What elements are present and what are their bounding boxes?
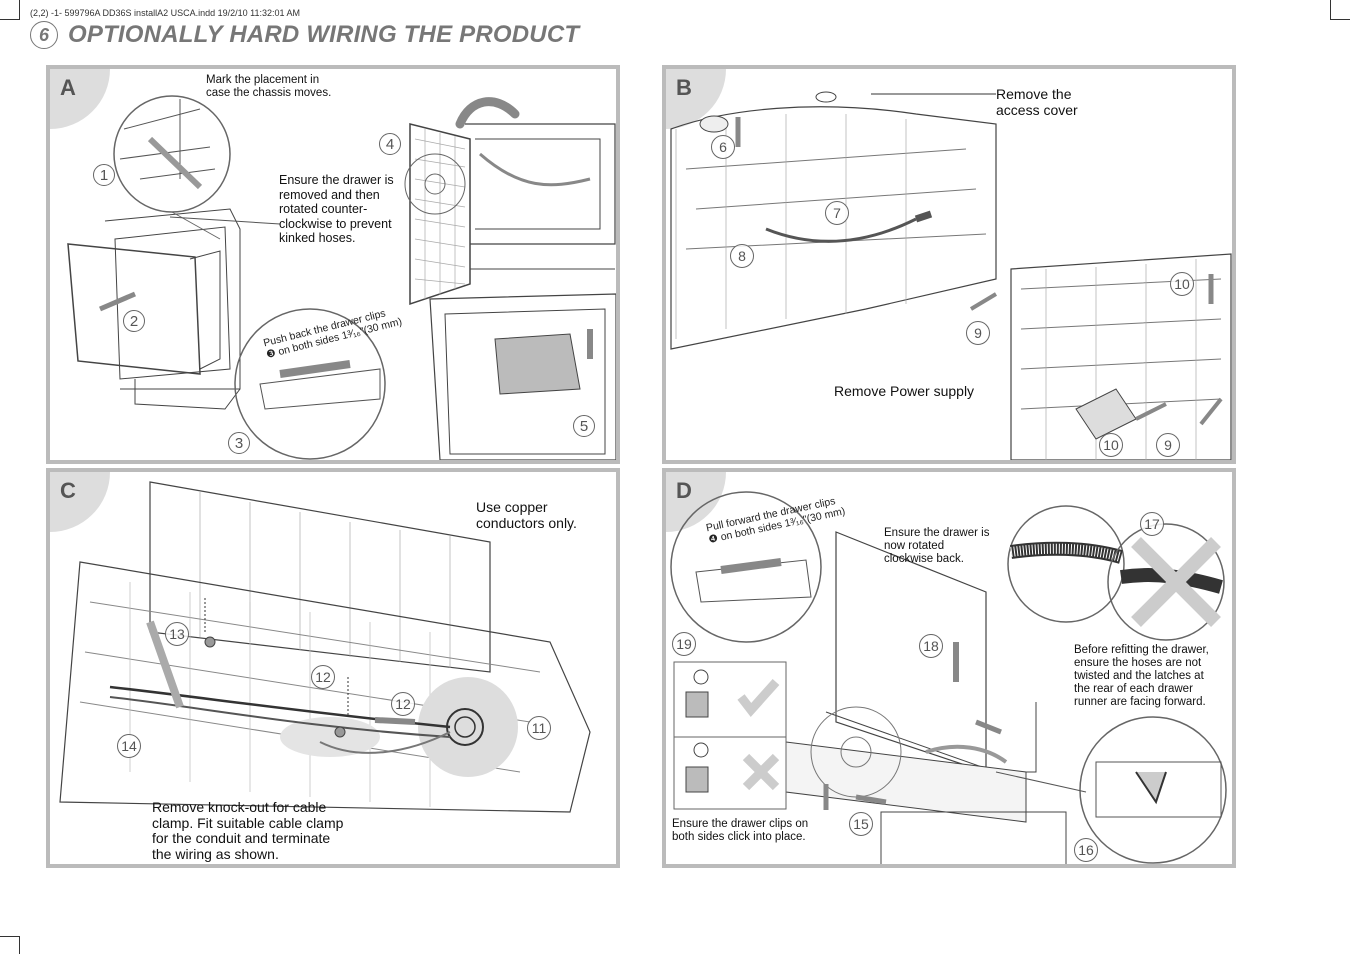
crop-mark [19, 0, 20, 20]
section-header: 6 OPTIONALLY HARD WIRING THE PRODUCT [30, 20, 579, 50]
callout-13: 13 [165, 622, 189, 646]
panel-letter: D [676, 478, 692, 503]
panel-c: C Use copper conductors only. Remove kno… [46, 468, 620, 868]
callout-4: 4 [379, 133, 401, 155]
ensure-rotate-note: Ensure the drawer is removed and then ro… [279, 173, 394, 245]
callout-6: 6 [711, 135, 735, 159]
crop-mark [0, 936, 20, 937]
copper-conductors-note: Use copper conductors only. [476, 499, 577, 531]
push-clips-bullet: ❸ [265, 347, 278, 361]
page-title: OPTIONALLY HARD WIRING THE PRODUCT [68, 21, 580, 48]
refit-hoses-note: Before refitting the drawer, ensure the … [1074, 644, 1209, 708]
callout-12: 12 [311, 665, 335, 689]
crop-mark [0, 19, 20, 20]
panel-letter: A [60, 75, 76, 100]
panel-letter: B [676, 75, 692, 100]
illustration-drawer-removal [67, 95, 616, 460]
illustration-power-supply [670, 91, 1232, 460]
callout-3: 3 [228, 432, 250, 454]
crop-mark [19, 936, 20, 954]
callout-11: 11 [527, 716, 551, 740]
mark-placement-note: Mark the placement in case the chassis m… [206, 74, 332, 99]
callout-2: 2 [123, 310, 145, 332]
callout-10: 10 [1170, 272, 1194, 296]
panel-letter: C [60, 478, 76, 503]
callout-1: 1 [93, 164, 115, 186]
callout-15: 15 [849, 812, 873, 836]
callout-9: 9 [966, 321, 990, 345]
panel-d: D [662, 468, 1236, 868]
callout-7: 7 [825, 201, 849, 225]
remove-access-cover-note: Remove the access cover [996, 86, 1078, 118]
callout-9b: 9 [1156, 433, 1180, 457]
print-slug: (2,2) -1- 599796A DD36S installA2 USCA.i… [30, 8, 300, 18]
crop-mark [1330, 19, 1350, 20]
callout-19: 19 [672, 632, 696, 656]
knockout-cable-clamp-note: Remove knock-out for cable clamp. Fit su… [152, 799, 344, 862]
callout-16: 16 [1074, 838, 1098, 862]
remove-power-supply-note: Remove Power supply [834, 383, 975, 399]
panel-b: B Remove the access cover Remove Power s… [662, 65, 1236, 464]
crop-mark [1330, 0, 1331, 20]
callout-18: 18 [919, 634, 943, 658]
callout-10b: 10 [1099, 433, 1123, 457]
clips-click-note: Ensure the drawer clips on both sides cl… [672, 818, 809, 843]
panel-a: A [46, 65, 620, 464]
illustration-wiring-terminal [59, 481, 591, 813]
illustration-drawer-refit [670, 491, 1227, 864]
callout-17: 17 [1140, 512, 1164, 536]
callout-8: 8 [730, 244, 754, 268]
step-number-badge: 6 [30, 21, 58, 49]
callout-5: 5 [573, 415, 595, 437]
callout-14: 14 [117, 734, 141, 758]
pull-clips-bullet: ❹ [707, 532, 720, 546]
rotated-clockwise-note: Ensure the drawer is now rotated clockwi… [884, 527, 990, 565]
callout-12b: 12 [391, 692, 415, 716]
